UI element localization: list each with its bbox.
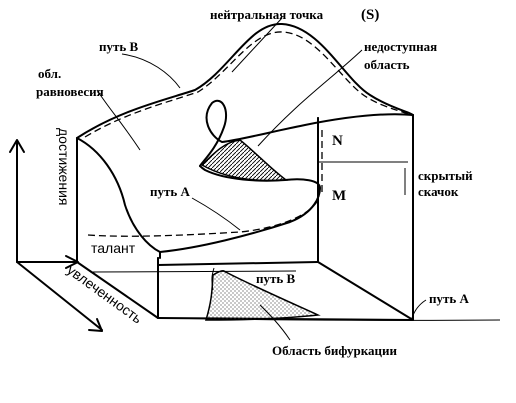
n-mark: N (332, 133, 343, 149)
m-mark: M (332, 188, 346, 204)
path-a-right-label: путь А (429, 291, 470, 306)
path-a-dashed-surface (87, 199, 319, 237)
path-b-bottom-label: путь B (256, 271, 296, 286)
inaccessible-region (200, 139, 289, 182)
path-a-mid-label: путь А (150, 184, 191, 199)
neutral-point-symbol: (S) (361, 7, 379, 23)
path-b-dashed-top (84, 31, 414, 138)
inaccessible-label-1: недоступная (364, 39, 437, 54)
bifurcation-label: Область бифуркации (272, 343, 398, 358)
equilibrium-label-1: обл. (38, 66, 61, 81)
path-b-floor-line (89, 270, 297, 273)
hidden-jump-label-1: скрытый (418, 168, 473, 183)
neutral-point-label: нейтральная точка (210, 7, 324, 22)
path-a-floor-line (169, 317, 501, 321)
hidden-jump-marks (318, 130, 408, 192)
equilibrium-label-2: равновесия (36, 84, 104, 99)
hidden-jump-label-2: скачок (418, 184, 459, 199)
achievements-axis-label: достижения (56, 128, 72, 205)
passion-axis-label: увлеченность (64, 261, 145, 326)
bifurcation-region (204, 270, 321, 321)
cusp-surface (76, 22, 414, 259)
paths (84, 31, 501, 321)
path-b-top-label: путь B (99, 39, 139, 54)
pointer-lines (96, 17, 427, 341)
inaccessible-label-2: область (364, 57, 410, 72)
talent-label: талант (91, 240, 136, 256)
axes (9, 139, 103, 332)
